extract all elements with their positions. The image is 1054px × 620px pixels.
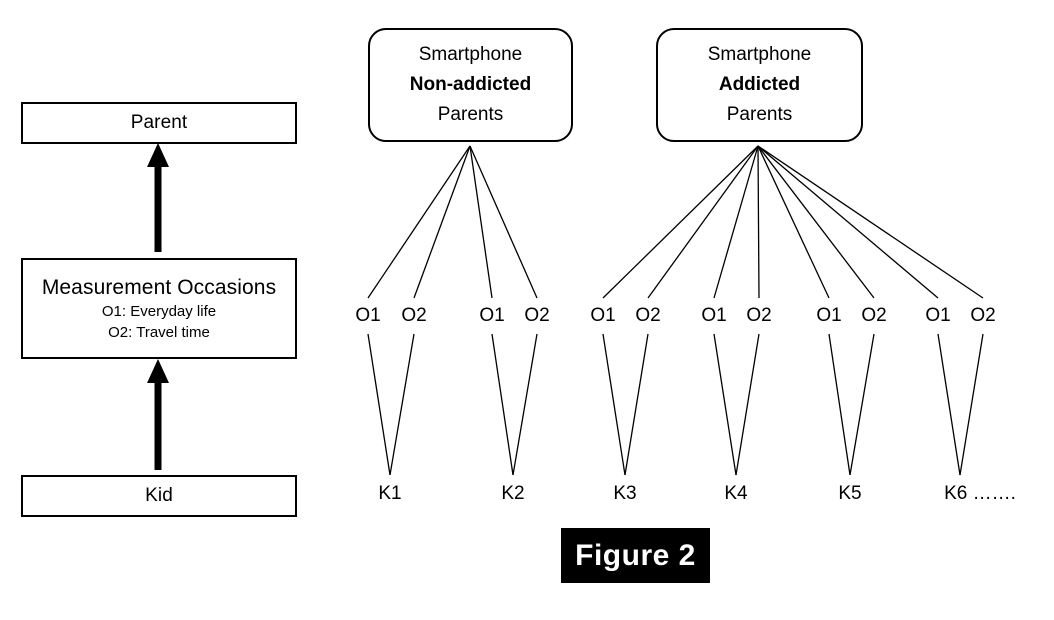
occasion-label-g1-k2-o2: O2	[524, 305, 550, 326]
occasion-label-g2-k6-o2: O2	[970, 305, 996, 326]
left-arrow-kid-to-measure	[147, 359, 169, 470]
occasion-label-g2-k3-o2: O2	[635, 305, 661, 326]
occasion-label-g2-k4-o2: O2	[746, 305, 772, 326]
occasion-label-g2-k3-o1: O1	[590, 305, 616, 326]
occasion-label-g2-k5-o2: O2	[861, 305, 887, 326]
box-parent[interactable]: Parent	[21, 102, 297, 144]
group-non-addicted-line2: Non-addicted	[409, 74, 532, 95]
kid-label-k1: K1	[378, 483, 402, 504]
v-connectors-to-kids	[367, 333, 984, 476]
box-kid[interactable]: Kid	[21, 475, 297, 517]
kid-label-k4: K4	[724, 483, 748, 504]
box-kid-label: Kid	[145, 485, 173, 506]
box-parent-label: Parent	[130, 112, 188, 133]
occasion-label-g1-k2-o1: O1	[479, 305, 505, 326]
group-addicted-line1: Smartphone	[707, 44, 812, 65]
occasion-label-g2-k5-o1: O1	[816, 305, 842, 326]
figure-caption: Figure 2	[561, 528, 710, 583]
kid-label-k5: K5	[838, 483, 862, 504]
kid-label-k3: K3	[613, 483, 637, 504]
fan-lines-non-addicted	[367, 145, 538, 299]
group-addicted-line3: Parents	[726, 104, 793, 125]
box-measurement-occasions[interactable]: Measurement Occasions O1: Everyday life …	[21, 258, 297, 359]
occasion-label-g2-k6-o1: O1	[925, 305, 951, 326]
kid-label-k2: K2	[501, 483, 525, 504]
occasion-definition-o1: O1: Everyday life	[101, 302, 217, 320]
kid-label-k6: K6 …….	[944, 483, 1016, 504]
occasion-label-g1-k1-o1: O1	[355, 305, 381, 326]
group-box-addicted[interactable]: Smartphone Addicted Parents	[656, 28, 863, 142]
group-box-non-addicted[interactable]: Smartphone Non-addicted Parents	[368, 28, 573, 142]
fan-lines-addicted	[602, 145, 984, 299]
box-measurement-occasions-label: Measurement Occasions	[41, 275, 277, 299]
occasion-label-g1-k1-o2: O2	[401, 305, 427, 326]
group-addicted-line2: Addicted	[718, 74, 801, 95]
group-non-addicted-line1: Smartphone	[418, 44, 523, 65]
occasion-definition-o2: O2: Travel time	[108, 323, 210, 341]
occasion-label-g2-k4-o1: O1	[701, 305, 727, 326]
group-non-addicted-line3: Parents	[437, 104, 504, 125]
left-arrow-measure-to-parent	[147, 143, 169, 252]
